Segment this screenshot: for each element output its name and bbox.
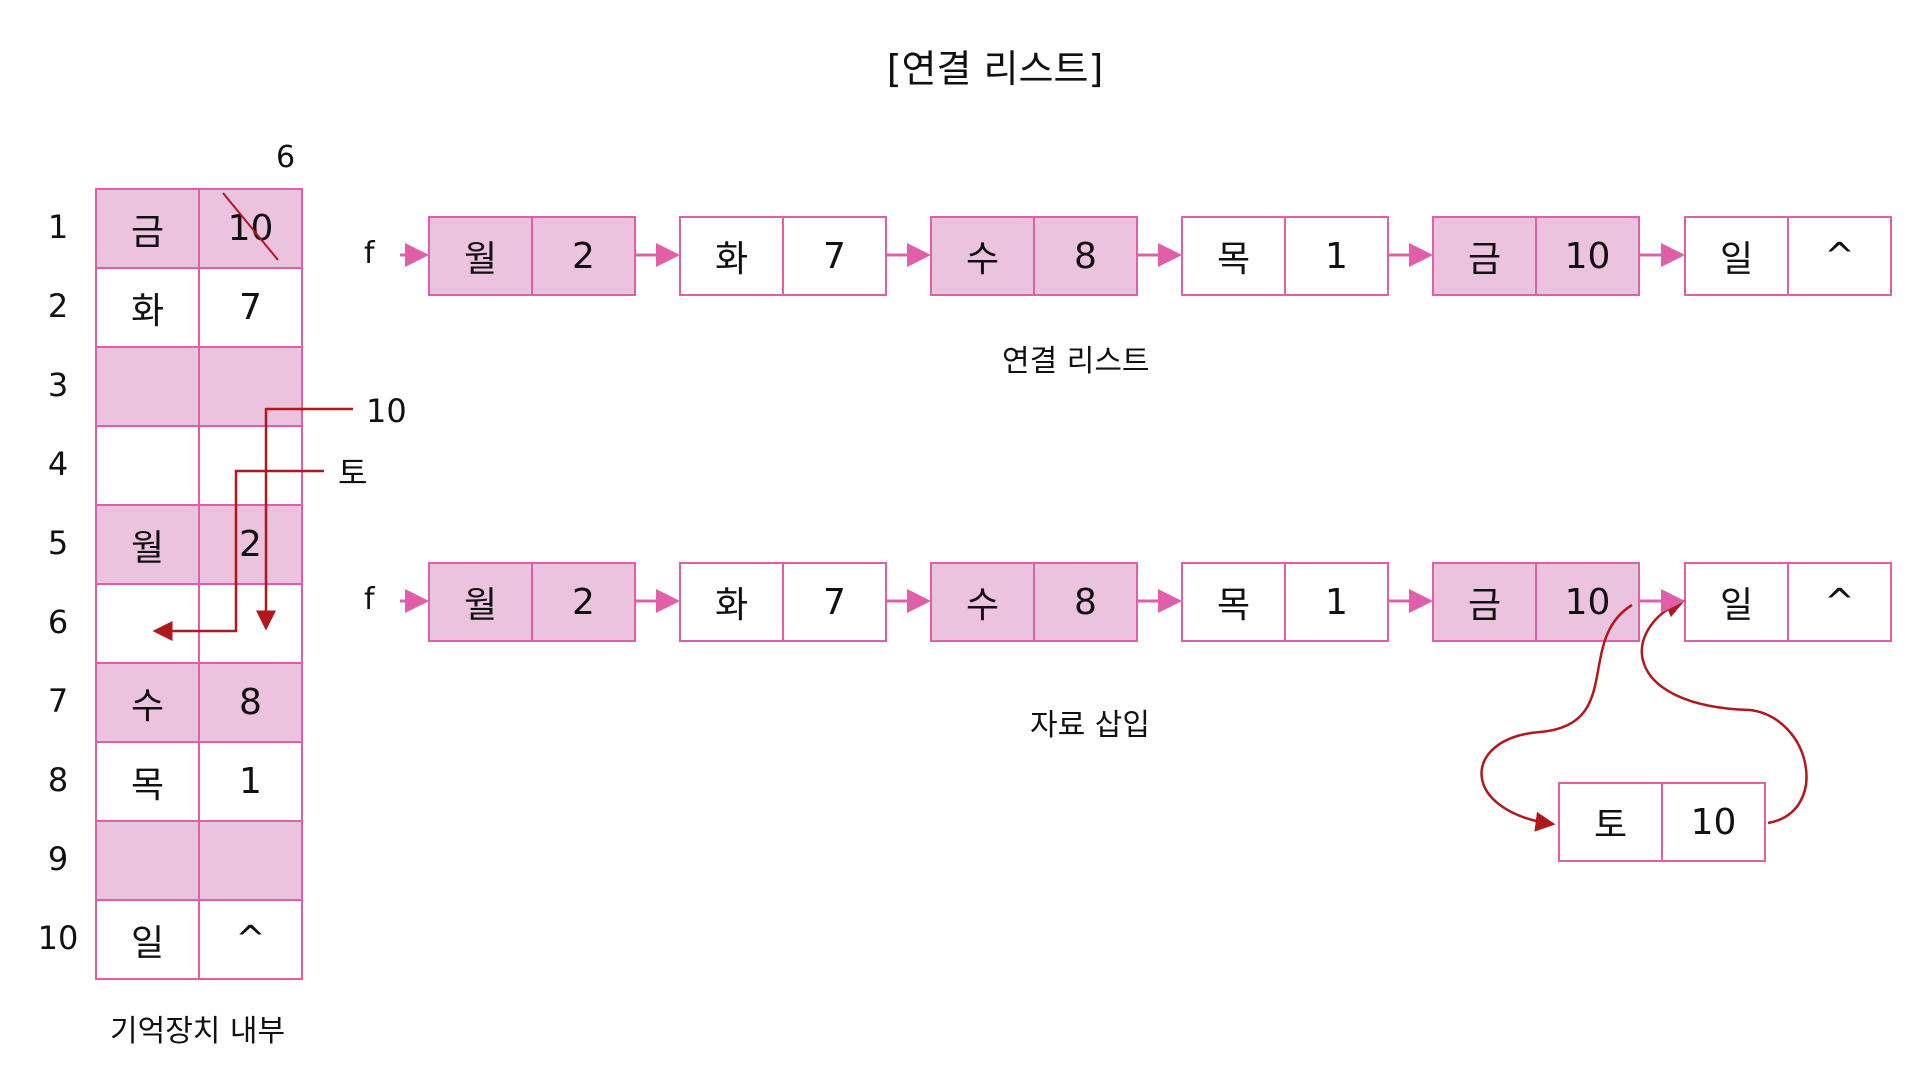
memory-link-cell: 2 [198, 504, 303, 585]
node-link: 1 [1284, 562, 1389, 642]
insert-data-label: 토 [338, 454, 368, 492]
memory-link-cell [198, 346, 303, 427]
head-pointer-label: f [364, 236, 375, 271]
memory-link-cell: 10 [198, 188, 303, 269]
insert-link-label: 10 [366, 392, 407, 430]
node-link: 1 [1284, 216, 1389, 296]
memory-data-cell: 수 [95, 662, 200, 743]
node-link: 2 [531, 216, 636, 296]
row-number: 3 [47, 366, 69, 404]
row-number: 9 [47, 840, 69, 878]
row-number: 10 [37, 919, 79, 957]
memory-data-cell: 금 [95, 188, 200, 269]
row-number: 4 [47, 445, 69, 483]
link-arrow [256, 407, 353, 631]
node-link: 7 [782, 216, 887, 296]
node-link: 8 [1033, 216, 1138, 296]
node-link: 8 [1033, 562, 1138, 642]
data-arrow [152, 469, 324, 641]
insert-curve-in [1480, 603, 1633, 832]
insertion-caption: 자료 삽입 [1030, 708, 1150, 743]
diagram-title: [연결 리스트] [886, 47, 1104, 91]
memory-data-cell: 월 [95, 504, 200, 585]
row-number: 7 [47, 682, 69, 720]
node-data: 수 [930, 562, 1035, 642]
node-link: 10 [1535, 216, 1640, 296]
row-number: 8 [47, 761, 69, 799]
correction-label: 6 [276, 140, 296, 175]
node-link: 7 [782, 562, 887, 642]
memory-link-cell: ^ [198, 899, 303, 980]
linked-list-caption: 연결 리스트 [1002, 344, 1150, 379]
node-link: 2 [531, 562, 636, 642]
list-node: 일^ [1684, 216, 1892, 296]
row-number: 6 [47, 603, 69, 641]
node-data: 월 [428, 216, 533, 296]
row-number: 2 [47, 287, 69, 325]
memory-caption: 기억장치 내부 [110, 1014, 286, 1049]
node-link: 10 [1535, 562, 1640, 642]
node-data: 월 [428, 562, 533, 642]
row-number: 1 [47, 208, 69, 246]
new-node: 토 10 [1558, 782, 1766, 862]
insert-curve-out [1640, 598, 1808, 825]
node-data: 금 [1432, 562, 1537, 642]
new-node-link: 10 [1661, 782, 1766, 862]
node-data: 화 [679, 216, 784, 296]
row-number: 5 [47, 524, 69, 562]
node-link: ^ [1787, 216, 1892, 296]
strike-line [222, 192, 279, 261]
node-data: 수 [930, 216, 1035, 296]
node-link: ^ [1787, 562, 1892, 642]
memory-link-cell: 8 [198, 662, 303, 743]
node-data: 금 [1432, 216, 1537, 296]
insertion-head-pointer-label: f [364, 582, 375, 617]
list-node: 일^ [1684, 562, 1892, 642]
